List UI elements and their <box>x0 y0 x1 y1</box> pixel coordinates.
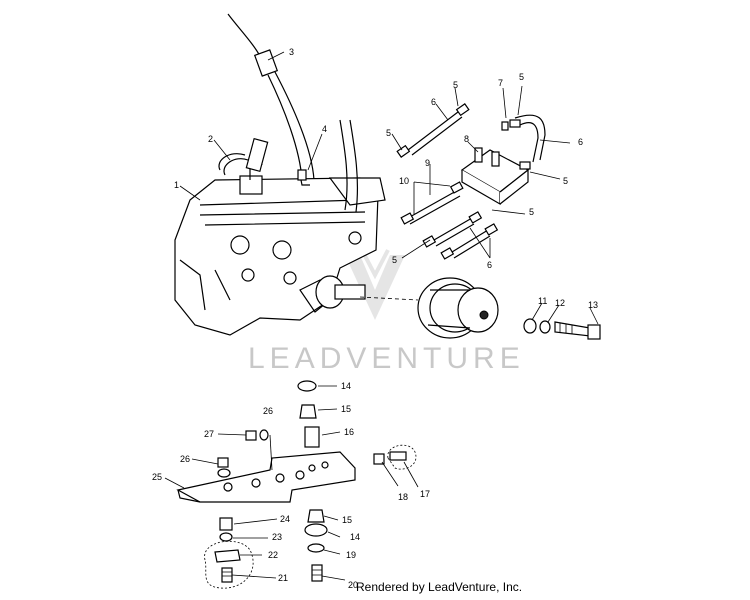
callout-11: 11 <box>538 296 547 306</box>
callout-5a: 5 <box>386 128 391 138</box>
callout-16: 16 <box>344 427 354 437</box>
callout-6c: 6 <box>487 260 492 270</box>
callout-27: 27 <box>204 429 214 439</box>
bolt-17 <box>387 444 417 470</box>
callout-6b: 6 <box>578 137 583 147</box>
callout-26a: 26 <box>263 406 273 416</box>
callout-5c: 5 <box>519 72 524 82</box>
callout-12: 12 <box>555 298 565 308</box>
bolt-13 <box>554 321 601 340</box>
callout-22: 22 <box>268 550 278 560</box>
callout-9: 9 <box>425 158 430 168</box>
callout-3: 3 <box>289 47 294 57</box>
drive-clutch <box>417 277 499 339</box>
bolt-20 <box>311 564 323 582</box>
spacer-16 <box>304 426 320 448</box>
retainer-22 <box>204 541 254 589</box>
fuel-pump-8 <box>460 147 531 206</box>
washer-11 <box>523 318 537 334</box>
callout-6a: 6 <box>431 97 436 107</box>
callout-15b: 15 <box>342 515 352 525</box>
bushing-15-upper <box>299 404 317 419</box>
washer-19 <box>307 543 325 553</box>
leader-26 <box>269 434 273 471</box>
callout-24: 24 <box>280 514 290 524</box>
callout-17: 17 <box>420 489 430 499</box>
callout-1: 1 <box>174 180 179 190</box>
lockwasher-12 <box>539 320 551 334</box>
watermark-text: LEADVENTURE <box>248 342 525 375</box>
nut-27 <box>217 429 269 478</box>
spacer-18 <box>373 453 385 465</box>
callout-14a: 14 <box>341 381 351 391</box>
fuel-lines <box>396 103 546 260</box>
callout-13: 13 <box>588 300 598 310</box>
callout-5f: 5 <box>392 255 397 265</box>
callout-26b: 26 <box>180 454 190 464</box>
engine-mount-plate <box>176 451 356 503</box>
callout-5b: 5 <box>453 80 458 90</box>
callout-4: 4 <box>322 124 327 134</box>
watermark-logo-icon <box>345 249 405 320</box>
callout-21: 21 <box>278 573 288 583</box>
callout-23: 23 <box>272 532 282 542</box>
callout-labels: 1 2 3 4 5 5 5 5 5 5 6 6 6 7 8 9 10 11 12… <box>152 47 598 590</box>
engine-assembly <box>174 119 386 336</box>
callout-5e: 5 <box>529 207 534 217</box>
callout-7: 7 <box>498 78 503 88</box>
callout-5d: 5 <box>563 176 568 186</box>
credit-text: Rendered by LeadVenture, Inc. <box>356 580 523 594</box>
washer-23 <box>219 532 233 542</box>
bushing-15-lower <box>307 509 325 523</box>
callout-10: 10 <box>399 176 409 186</box>
callout-25: 25 <box>152 472 162 482</box>
callout-15a: 15 <box>341 404 351 414</box>
washer-14-lower <box>304 523 328 537</box>
callout-18: 18 <box>398 492 408 502</box>
washer-14-upper <box>297 380 317 392</box>
callout-2: 2 <box>208 134 213 144</box>
callout-8: 8 <box>464 134 469 144</box>
throttle-cable <box>227 13 315 181</box>
bushing-24 <box>219 517 233 531</box>
callout-20: 20 <box>348 580 358 590</box>
callout-19: 19 <box>346 550 356 560</box>
bolt-21 <box>221 567 233 583</box>
callout-14b: 14 <box>350 532 360 542</box>
output-shaft <box>315 275 419 309</box>
leader-lines <box>164 51 599 581</box>
